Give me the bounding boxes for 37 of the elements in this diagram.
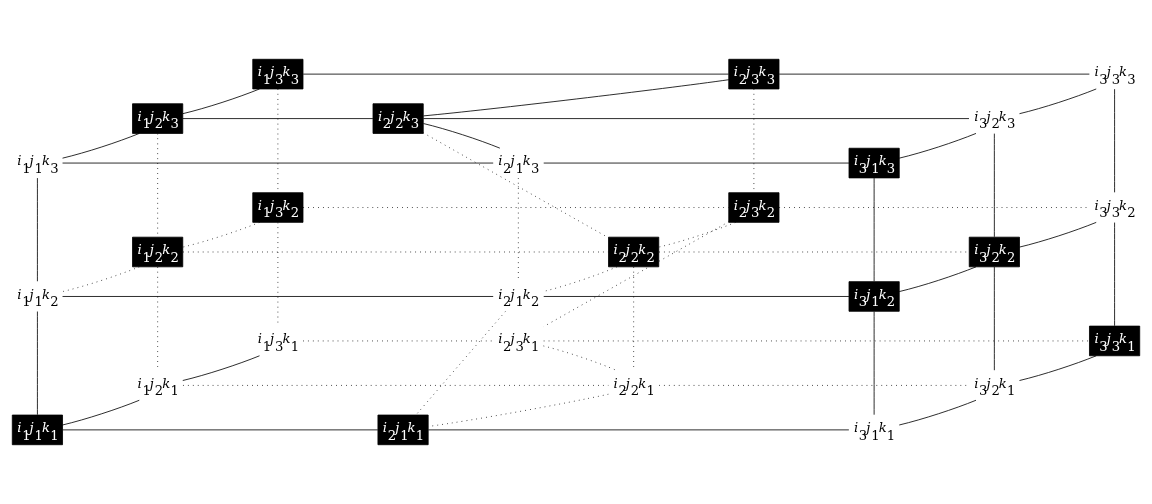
connector — [427, 429, 850, 431]
connector — [182, 118, 374, 119]
connector — [62, 429, 379, 431]
connector — [543, 221, 730, 327]
connector — [423, 118, 970, 119]
connector — [993, 133, 995, 238]
connector — [778, 73, 1090, 75]
connector — [62, 296, 494, 297]
connector — [1019, 88, 1097, 115]
connector — [415, 311, 506, 416]
connector — [543, 162, 850, 164]
connector — [182, 221, 260, 248]
connector — [898, 399, 977, 426]
connector — [1019, 221, 1097, 248]
connector — [753, 88, 755, 193]
connector — [37, 311, 38, 416]
connector — [182, 355, 260, 381]
connector — [543, 296, 850, 297]
connector — [898, 133, 977, 159]
connector — [62, 162, 494, 164]
connector — [1114, 88, 1115, 193]
connector — [277, 88, 279, 193]
connector — [302, 73, 729, 75]
connector — [873, 177, 875, 282]
connector — [1114, 222, 1115, 327]
connector — [37, 177, 38, 282]
connector — [1019, 355, 1097, 381]
connector — [182, 88, 260, 115]
connector — [658, 221, 736, 248]
connector — [62, 266, 140, 292]
connector — [62, 399, 140, 426]
connector — [62, 133, 140, 159]
connector — [898, 266, 977, 292]
connector — [423, 123, 501, 149]
connector — [993, 266, 995, 371]
connector — [423, 79, 730, 117]
connector — [873, 311, 875, 416]
